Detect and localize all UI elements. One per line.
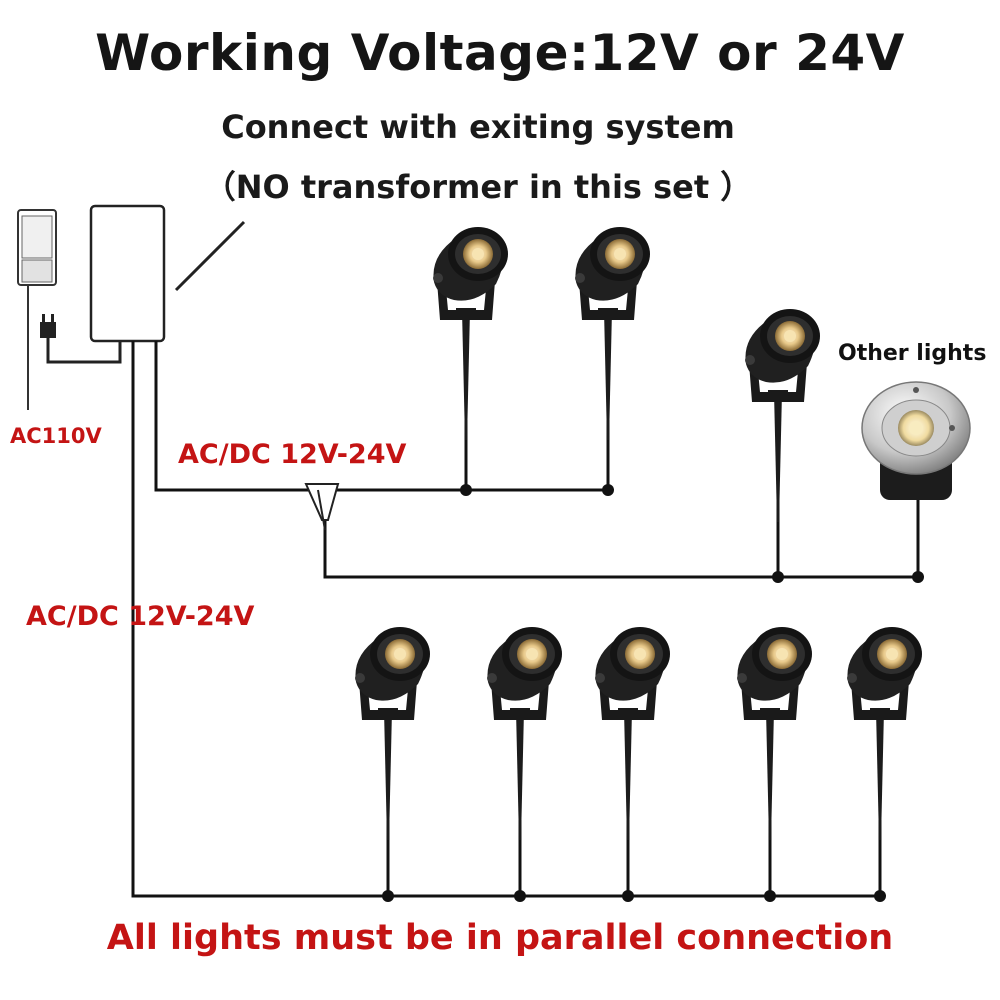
wire-connector-icon xyxy=(304,483,340,531)
inground-light-icon xyxy=(861,381,971,508)
mains-voltage-label: AC110V xyxy=(10,424,102,448)
junction-dots xyxy=(382,484,924,902)
strike-line xyxy=(174,220,246,292)
spotlight-icon xyxy=(745,309,820,522)
spotlight-icon xyxy=(595,627,670,840)
spotlight-icon xyxy=(487,627,562,840)
subtitle-line-2: （NO transformer in this set ） xyxy=(203,168,753,206)
spotlight-icon xyxy=(575,227,650,440)
other-lights-label: Other lights xyxy=(838,341,987,366)
page-title: Working Voltage:12V or 24V xyxy=(95,24,905,82)
transformer-box-icon xyxy=(89,204,166,343)
spotlight-icon xyxy=(355,627,430,840)
upper-branch-voltage-label: AC/DC 12V-24V xyxy=(178,439,407,470)
parallel-connection-note: All lights must be in parallel connectio… xyxy=(106,918,894,958)
subtitle-line-1: Connect with exiting system xyxy=(221,108,735,146)
spotlight-icon xyxy=(737,627,812,840)
spotlight-icon xyxy=(433,227,508,440)
lower-branch-voltage-label: AC/DC 12V-24V xyxy=(26,601,255,632)
power-plug-icon xyxy=(40,314,122,364)
plug-adapter-icon xyxy=(17,209,57,286)
spotlight-icon xyxy=(847,627,922,840)
